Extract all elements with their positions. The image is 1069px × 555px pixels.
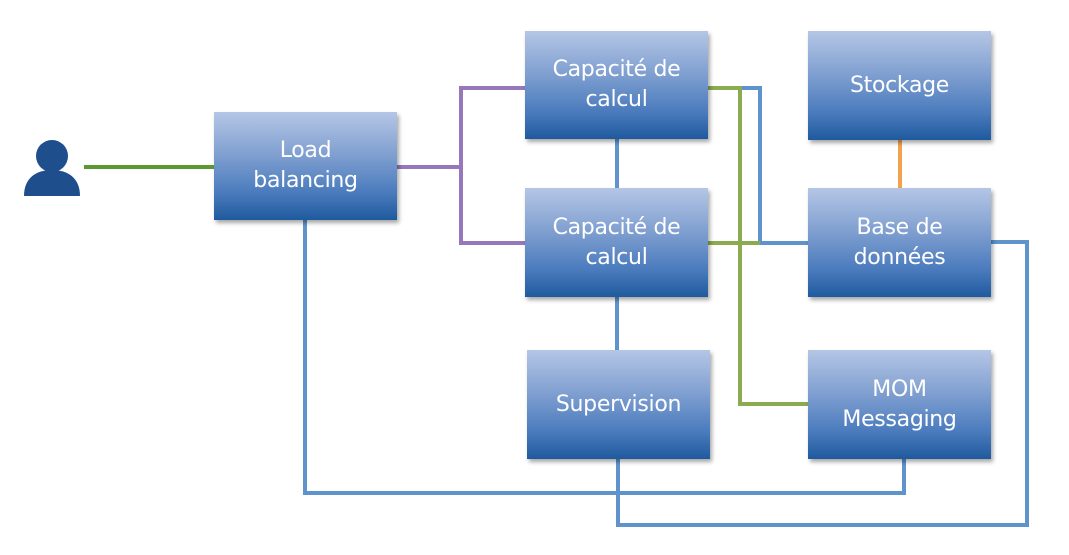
node-label: Load [279,138,332,163]
compute-node-1[interactable]: Capacité de calcul [525,31,708,139]
compute-node-2[interactable]: Capacité de calcul [525,188,708,297]
node-label: balancing [253,168,358,193]
node-label: Base de [856,214,943,240]
node-label: Supervision [555,391,682,417]
storage-node[interactable]: Stockage [808,31,991,140]
node-label: MOM [872,376,927,402]
user-icon [22,138,82,198]
edge-supervision-database [616,240,1029,527]
edge-load-balancing-compute2 [459,167,525,245]
edge-compute1-database [740,86,808,245]
node-label: Messaging [842,406,957,432]
node-label: données [853,244,946,270]
node-label: calcul [585,87,648,112]
database-node[interactable]: Base de données [808,188,991,297]
edge-compute1-mom [708,86,808,406]
edge-load-balancing-compute1 [397,86,525,169]
node-label: Capacité de [552,57,681,82]
edge-load-balancing-mom [303,220,906,495]
supervision-node[interactable]: Supervision [527,350,710,459]
node-label: Stockage [849,72,950,98]
mom-messaging-node[interactable]: MOM Messaging [808,350,991,459]
node-label: Capacité de [552,214,681,240]
load-balancing-node[interactable]: Load balancing [214,112,397,220]
node-label: calcul [585,244,648,270]
